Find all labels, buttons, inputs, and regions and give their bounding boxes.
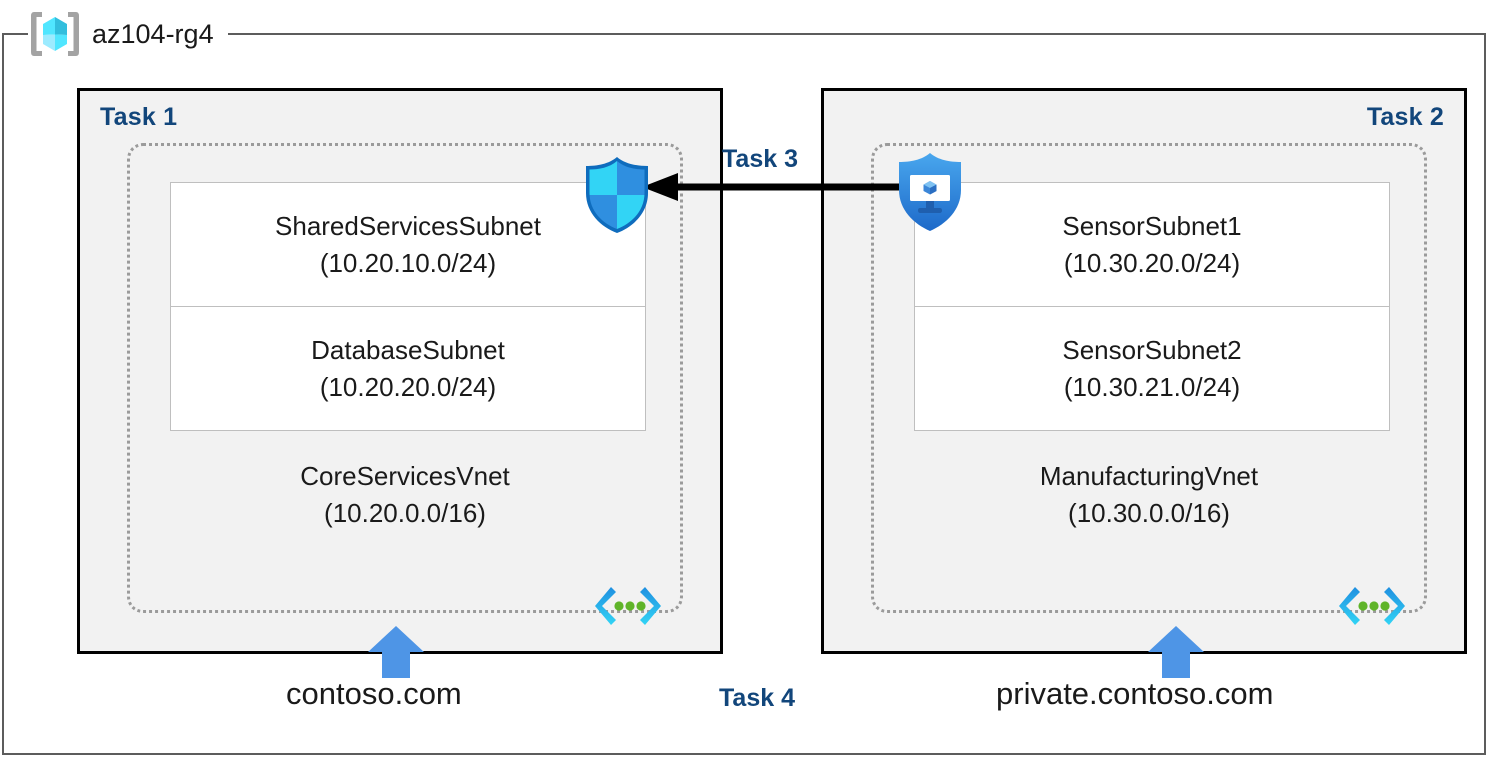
up-arrow-icon [368, 626, 424, 678]
vnet-cidr: (10.20.0.0/16) [324, 497, 486, 528]
subnet-cidr: (10.20.20.0/24) [319, 371, 497, 402]
subnet-cidr: (10.30.20.0/24) [1063, 247, 1241, 278]
vnet-caption: ManufacturingVnet (10.30.0.0/16) [874, 458, 1424, 532]
dns-zone-label-private-contoso: private.contoso.com [996, 676, 1274, 711]
up-arrow-icon [1148, 626, 1204, 678]
task-4-label: Task 4 [719, 684, 795, 712]
subnet-cidr: (10.20.10.0/24) [319, 247, 497, 278]
subnet-shared-services: SharedServicesSubnet (10.20.10.0/24) [170, 182, 646, 307]
resource-group-frame [2, 33, 1486, 755]
subnet-sensor-1: SensorSubnet1 (10.30.20.0/24) [914, 182, 1390, 307]
virtual-network-core-services: SharedServicesSubnet (10.20.10.0/24) Dat… [127, 143, 683, 613]
resource-group-header: az104-rg4 [28, 12, 228, 56]
task-1-label: Task 1 [100, 103, 178, 131]
task-2-label: Task 2 [1366, 103, 1444, 131]
subnet-sensor-2: SensorSubnet2 (10.30.21.0/24) [914, 306, 1390, 431]
virtual-network-icon [1338, 583, 1406, 629]
azure-resource-group-cube-icon [28, 9, 82, 59]
shield-monitor-icon [893, 151, 967, 233]
subnet-name: SensorSubnet1 [1062, 210, 1242, 241]
subnet-name: SensorSubnet2 [1062, 334, 1242, 365]
subnet-name: SharedServicesSubnet [275, 210, 541, 241]
dns-zone-label-contoso: contoso.com [286, 676, 462, 711]
task-3-label: Task 3 [722, 145, 798, 173]
virtual-network-icon [594, 583, 662, 629]
shield-icon [581, 155, 653, 235]
subnet-name: DatabaseSubnet [311, 334, 505, 365]
vnet-peering-arrow [642, 173, 918, 201]
virtual-network-manufacturing: SensorSubnet1 (10.30.20.0/24) SensorSubn… [871, 143, 1427, 613]
subnet-database: DatabaseSubnet (10.20.20.0/24) [170, 306, 646, 431]
vnet-cidr: (10.30.0.0/16) [1068, 497, 1230, 528]
resource-group-name: az104-rg4 [92, 18, 214, 49]
vnet-name: CoreServicesVnet [300, 461, 510, 491]
subnet-cidr: (10.30.21.0/24) [1063, 371, 1241, 402]
vnet-name: ManufacturingVnet [1039, 461, 1259, 491]
vnet-caption: CoreServicesVnet (10.20.0.0/16) [130, 458, 680, 532]
